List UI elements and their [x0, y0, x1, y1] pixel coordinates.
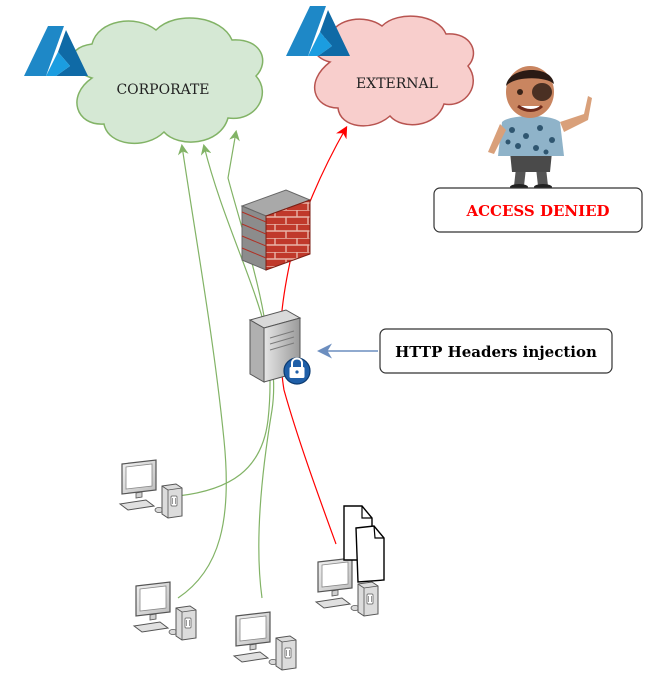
- allowed-link-workstation-3: [200, 143, 275, 599]
- workstation-icon[interactable]: [233, 611, 297, 671]
- http-headers-box: [379, 328, 613, 374]
- corporate-cloud-label: CORPORATE: [116, 82, 209, 98]
- external-cloud[interactable]: EXTERNAL: [313, 15, 475, 127]
- firewall-icon[interactable]: [240, 189, 312, 271]
- access-denied-box: [433, 187, 643, 233]
- corporate-cloud[interactable]: CORPORATE: [71, 17, 264, 145]
- lock-badge-icon: [283, 357, 311, 385]
- corporate-cloud-shape: [71, 17, 264, 145]
- external-cloud-shape: [313, 15, 475, 127]
- workstation-icon[interactable]: [119, 459, 183, 519]
- http-headers-callout[interactable]: HTTP Headers injection: [379, 328, 613, 374]
- documents-icon: [343, 505, 385, 583]
- access-denied-text: ACCESS DENIED: [465, 202, 609, 220]
- access-denied-callout[interactable]: ACCESS DENIED: [433, 187, 643, 233]
- external-cloud-label: EXTERNAL: [356, 76, 438, 92]
- workstation-icon[interactable]: [133, 581, 197, 641]
- attacker-person-icon: [480, 56, 594, 190]
- allowed-link-workstation-2: [177, 143, 227, 599]
- http-headers-text: HTTP Headers injection: [395, 343, 597, 361]
- secure-server-icon[interactable]: [248, 309, 311, 385]
